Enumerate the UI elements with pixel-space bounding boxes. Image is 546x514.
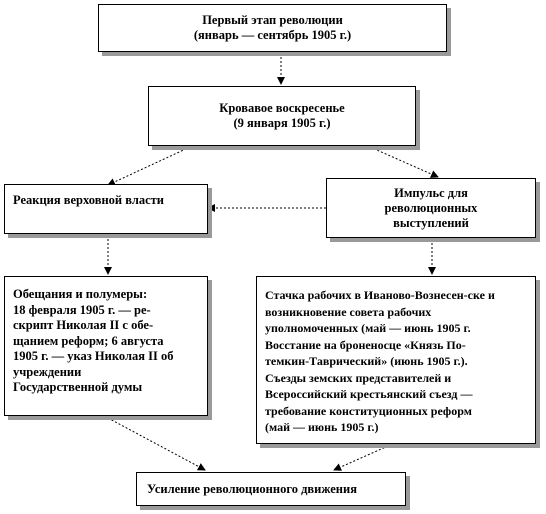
events-line: требование конституционных реформ bbox=[265, 403, 472, 418]
events-line: Всероссийский крестьянский съезд — bbox=[265, 387, 473, 401]
events-line: уполномоченных (май — июнь 1905 г. bbox=[265, 321, 471, 335]
promises-line: 18 февраля 1905 г. — ре- bbox=[13, 302, 151, 317]
arrow-promises-to-growth bbox=[107, 417, 206, 471]
reaction-text: Реакция верховной власти bbox=[13, 193, 164, 207]
promises-line: щанием реформ; 6 августа bbox=[13, 333, 164, 348]
impulse-line-1: Импульс для bbox=[394, 185, 468, 200]
promises-line: скрипт Николая II с обе- bbox=[13, 318, 154, 332]
events-line: Восстание на броненосце «Князь По- bbox=[265, 337, 466, 352]
events-line: темкин-Таврический» (июнь 1905 г.). bbox=[265, 354, 468, 368]
promises-box: Обещания и полумеры: 18 февраля 1905 г. … bbox=[4, 276, 208, 416]
bloody-sunday-box: Кровавое воскресенье (9 января 1905 г.) bbox=[148, 86, 416, 146]
events-line: Стачка рабочих в Иваново-Вознесен-ске и bbox=[265, 288, 495, 302]
promises-line: Государственной думы bbox=[13, 380, 143, 394]
stage-period: (январь — сентябрь 1905 г.) bbox=[193, 28, 352, 42]
promises-line: учреждении bbox=[13, 364, 82, 379]
arrow-sunday-to-impulse bbox=[369, 146, 439, 178]
bloody-sunday-date: (9 января 1905 г.) bbox=[233, 116, 331, 130]
events-line: (май — июнь 1905 г.) bbox=[265, 420, 379, 434]
stage-title: Первый этап революции bbox=[202, 13, 343, 27]
growth-box: Усиление революционного движения bbox=[136, 472, 406, 506]
growth-text: Усиление революционного движения bbox=[147, 482, 357, 496]
promises-line: Обещания и полумеры: bbox=[13, 287, 148, 301]
events-line: Съезды земских представителей и bbox=[265, 370, 452, 385]
arrow-events-to-growth bbox=[333, 445, 389, 471]
arrow-sunday-to-reaction bbox=[107, 146, 191, 186]
events-box: Стачка рабочих в Иваново-Вознесен-ске и … bbox=[256, 276, 536, 444]
stage-box: Первый этап революции (январь — сентябрь… bbox=[98, 4, 447, 52]
impulse-line-2: революционных bbox=[384, 200, 478, 215]
events-line: возникновение совета рабочих bbox=[265, 304, 432, 319]
reaction-box: Реакция верховной власти bbox=[4, 184, 208, 234]
impulse-box: Импульс для революционных выступлений bbox=[326, 178, 536, 238]
impulse-line-3: выступлений bbox=[393, 215, 469, 230]
bloody-sunday-title: Кровавое воскресенье bbox=[219, 101, 345, 115]
promises-line: 1905 г. — указ Николая II об bbox=[13, 349, 174, 363]
